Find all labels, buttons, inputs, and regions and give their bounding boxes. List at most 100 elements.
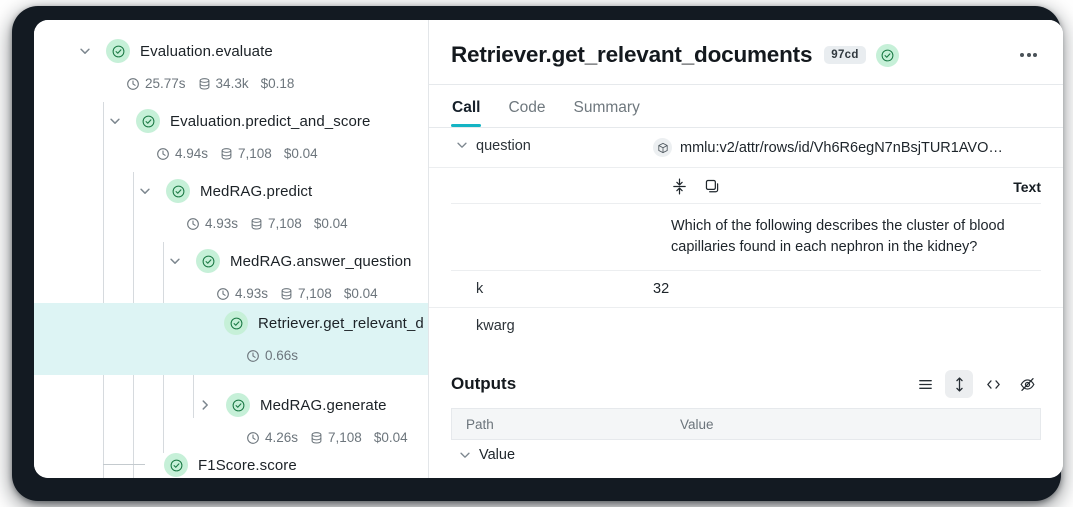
hash-badge[interactable]: 97cd bbox=[824, 46, 866, 64]
duration-metric: 25.77s bbox=[126, 76, 186, 91]
tree-node-metrics: 4.93s 7,108 $0.04 bbox=[186, 216, 348, 231]
column-header-value: Value bbox=[680, 416, 714, 432]
duration-metric: 4.26s bbox=[246, 430, 298, 445]
duration-metric: 0.66s bbox=[246, 348, 298, 363]
duration-value: 25.77s bbox=[145, 76, 186, 91]
tree-node-medrag-generate[interactable]: MedRAG.generate bbox=[34, 390, 428, 420]
tree-node-metrics: 4.94s 7,108 $0.04 bbox=[156, 146, 318, 161]
column-header-path: Path bbox=[466, 416, 494, 432]
input-key: question bbox=[476, 138, 531, 154]
clock-icon bbox=[247, 349, 259, 362]
tokens-value: 7,108 bbox=[268, 216, 302, 231]
status-success-icon bbox=[106, 39, 130, 63]
status-success-icon bbox=[136, 109, 160, 133]
clock-icon bbox=[127, 77, 139, 90]
cost-metric: $0.04 bbox=[314, 216, 348, 231]
table-header-row: Path Value bbox=[451, 408, 1041, 441]
tree-node-retriever-get-relevant-documents[interactable]: Retriever.get_relevant_d bbox=[34, 308, 428, 338]
clock-icon bbox=[187, 217, 199, 230]
status-success-icon bbox=[224, 311, 248, 335]
tokens-icon bbox=[281, 287, 292, 300]
tree-node-label: MedRAG.answer_question bbox=[230, 252, 412, 270]
tree-node-metrics: 4.93s 7,108 $0.04 bbox=[216, 286, 378, 301]
tokens-value: 34.3k bbox=[215, 76, 249, 91]
chevron-down-icon[interactable] bbox=[451, 448, 479, 462]
cost-metric: $0.04 bbox=[344, 286, 378, 301]
tree-node-label: MedRAG.generate bbox=[260, 396, 387, 414]
input-row-kwarg[interactable]: kwarg bbox=[429, 308, 1063, 344]
tree-node-label: F1Score.score bbox=[198, 456, 297, 474]
hide-eye-icon[interactable] bbox=[1013, 370, 1041, 398]
row-spacer bbox=[451, 271, 473, 281]
code-view-icon[interactable] bbox=[979, 370, 1007, 398]
tree-node-evaluation-predict-and-score[interactable]: Evaluation.predict_and_score bbox=[34, 106, 428, 136]
tree-elbow-line bbox=[103, 464, 145, 465]
cost-metric: $0.04 bbox=[284, 146, 318, 161]
status-success-icon bbox=[166, 179, 190, 203]
table-row[interactable]: Value bbox=[451, 440, 1041, 470]
outputs-view-toolbar[interactable] bbox=[911, 370, 1041, 399]
tree-node-f1score-score[interactable]: F1Score.score bbox=[34, 450, 428, 478]
status-success-icon bbox=[875, 43, 899, 67]
expand-vertical-icon[interactable] bbox=[945, 370, 973, 399]
duration-metric: 4.94s bbox=[156, 146, 208, 161]
detail-tabs[interactable]: Call Code Summary bbox=[429, 85, 1063, 127]
duration-value: 4.26s bbox=[265, 430, 299, 445]
tokens-icon bbox=[311, 431, 322, 444]
chevron-down-icon[interactable] bbox=[164, 250, 186, 272]
input-value: 32 bbox=[653, 281, 670, 298]
tree-node-label: Evaluation.predict_and_score bbox=[170, 112, 371, 130]
input-ref-text: mmlu:v2/attr/rows/id/Vh6R6egN7nBsjTUR1AV… bbox=[680, 139, 1003, 156]
duration-metric: 4.93s bbox=[216, 286, 268, 301]
tab-call[interactable]: Call bbox=[451, 99, 482, 127]
tokens-icon bbox=[251, 217, 262, 230]
question-toolbar[interactable]: Text bbox=[451, 168, 1041, 204]
chevron-down-icon[interactable] bbox=[74, 40, 96, 62]
chevron-down-icon[interactable] bbox=[134, 180, 156, 202]
status-success-icon bbox=[226, 393, 250, 417]
tokens-metric: 7,108 bbox=[310, 430, 362, 445]
tab-code[interactable]: Code bbox=[508, 99, 546, 116]
collapse-vertical-icon[interactable] bbox=[671, 178, 688, 195]
input-value-ref[interactable]: mmlu:v2/attr/rows/id/Vh6R6egN7nBsjTUR1AV… bbox=[653, 128, 1041, 167]
copy-icon[interactable] bbox=[704, 178, 721, 195]
cost-value: $0.04 bbox=[313, 216, 348, 231]
tab-summary[interactable]: Summary bbox=[573, 99, 640, 116]
tree-node-label: MedRAG.predict bbox=[200, 182, 313, 200]
chevron-down-icon[interactable] bbox=[451, 128, 473, 152]
tree-node-metrics: 4.26s 7,108 $0.04 bbox=[246, 430, 408, 445]
clock-icon bbox=[157, 147, 169, 160]
cost-value: $0.04 bbox=[343, 286, 378, 301]
tree-node-medrag-answer-question[interactable]: MedRAG.answer_question bbox=[34, 246, 428, 276]
tokens-metric: 7,108 bbox=[280, 286, 332, 301]
duration-value: 0.66s bbox=[265, 348, 299, 363]
tokens-value: 7,108 bbox=[298, 286, 332, 301]
kebab-menu-icon[interactable] bbox=[1016, 47, 1041, 63]
status-success-icon bbox=[196, 249, 220, 273]
question-text: Which of the following describes the clu… bbox=[451, 204, 1041, 272]
page-title: Retriever.get_relevant_documents bbox=[451, 42, 813, 67]
tokens-icon bbox=[221, 147, 232, 160]
tokens-value: 7,108 bbox=[328, 430, 362, 445]
tree-node-label: Evaluation.evaluate bbox=[140, 42, 273, 60]
chevron-down-icon[interactable] bbox=[104, 110, 126, 132]
tokens-icon bbox=[199, 77, 209, 90]
tokens-metric: 7,108 bbox=[250, 216, 302, 231]
tree-node-medrag-predict[interactable]: MedRAG.predict bbox=[34, 176, 428, 206]
clock-icon bbox=[247, 431, 259, 444]
device-frame: Evaluation.evaluate 25.77s 34.3k $0.18 bbox=[12, 6, 1063, 501]
tree-node-evaluation-evaluate[interactable]: Evaluation.evaluate bbox=[34, 36, 428, 66]
input-row-question[interactable]: question mmlu:v2/attr/rows/id/Vh6R6egN7n… bbox=[429, 128, 1063, 168]
tabs-divider bbox=[429, 127, 1063, 128]
outputs-title: Outputs bbox=[451, 374, 517, 394]
cost-metric: $0.18 bbox=[261, 76, 295, 91]
row-spacer bbox=[451, 308, 473, 318]
input-value bbox=[653, 308, 1041, 328]
list-view-icon[interactable] bbox=[911, 370, 939, 398]
input-row-k[interactable]: k 32 bbox=[429, 271, 1063, 309]
cost-value: $0.04 bbox=[283, 146, 318, 161]
trace-tree-panel[interactable]: Evaluation.evaluate 25.77s 34.3k $0.18 bbox=[34, 20, 429, 478]
tokens-value: 7,108 bbox=[238, 146, 272, 161]
chevron-right-icon[interactable] bbox=[194, 394, 216, 416]
app-card: Evaluation.evaluate 25.77s 34.3k $0.18 bbox=[34, 20, 1063, 478]
